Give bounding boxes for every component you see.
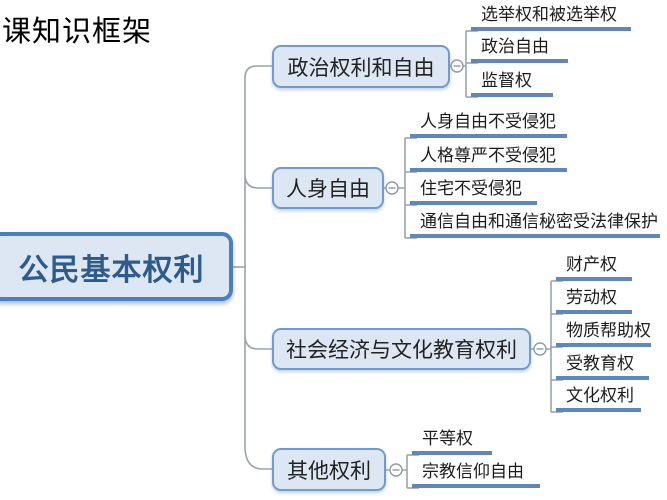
leaf-node[interactable]: 物质帮助权 [556, 321, 651, 347]
branch-node-political-rights[interactable]: 政治权利和自由 [272, 45, 450, 88]
leaf-node[interactable]: 人身自由不受侵犯 [410, 112, 567, 138]
leaf-node[interactable]: 选举权和被选举权 [471, 5, 631, 31]
leaf-node[interactable]: 受教育权 [556, 354, 649, 380]
minus-toggle-icon[interactable] [450, 59, 464, 73]
leaf-node[interactable]: 财产权 [556, 255, 632, 281]
connector-branch-social [244, 336, 272, 350]
minus-toggle-icon[interactable] [389, 463, 403, 477]
leaf-node[interactable]: 文化权利 [556, 386, 641, 412]
connector-branch-political [244, 65, 272, 267]
minus-toggle-icon[interactable] [385, 181, 399, 195]
root-node-citizens-basic-rights[interactable]: 公民基本权利 [0, 232, 233, 301]
leaf-node[interactable]: 人格尊严不受侵犯 [410, 146, 567, 172]
leaf-node[interactable]: 宗教信仰自由 [412, 462, 540, 488]
branch-node-other-rights[interactable]: 其他权利 [272, 448, 386, 491]
branch-node-social-economic-cultural[interactable]: 社会经济与文化教育权利 [272, 328, 531, 370]
minus-toggle-icon[interactable] [533, 342, 547, 356]
leaf-node[interactable]: 劳动权 [556, 288, 632, 314]
leaf-node[interactable]: 监督权 [471, 71, 553, 97]
branch-node-personal-freedom[interactable]: 人身自由 [272, 167, 384, 209]
leaf-node[interactable]: 住宅不受侵犯 [410, 179, 537, 205]
page-title: 课知识框架 [2, 14, 153, 48]
leaf-node[interactable]: 通信自由和通信秘密受法律保护 [410, 212, 660, 238]
leaf-node[interactable]: 政治自由 [471, 37, 568, 63]
connector-branch-other [244, 267, 272, 470]
connector-branch-personal [244, 175, 272, 189]
leaf-node[interactable]: 平等权 [412, 429, 492, 455]
